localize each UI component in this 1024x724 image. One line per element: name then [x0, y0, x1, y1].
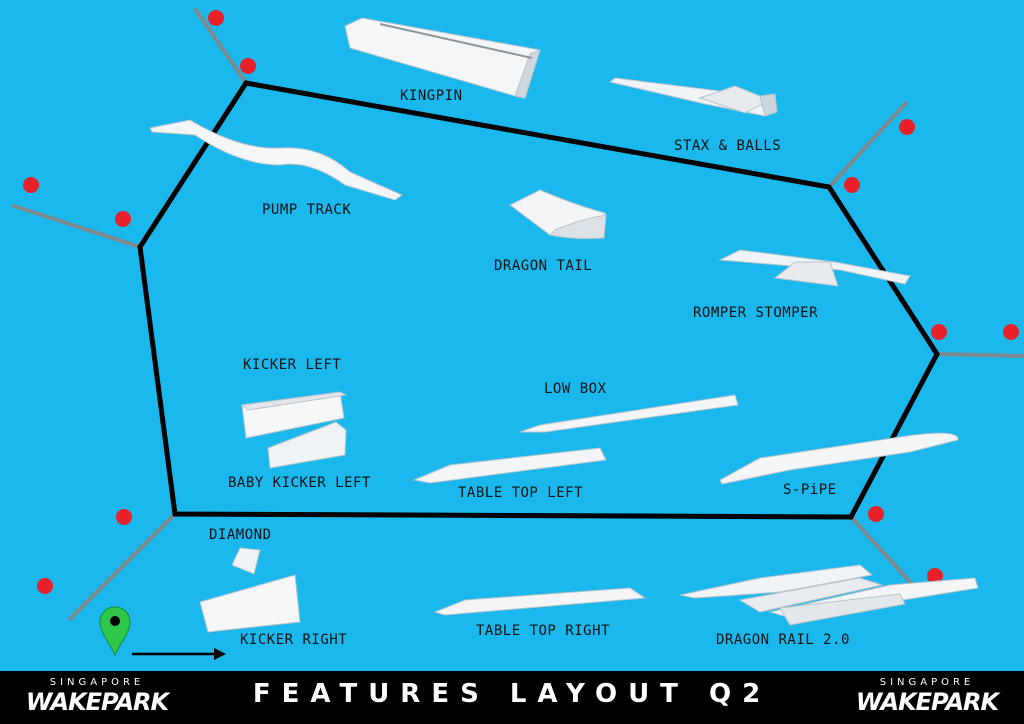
kicker-left-obstacle: [240, 391, 348, 439]
buoy: [116, 509, 132, 525]
feature-label-romper-stomper: ROMPER STOMPER: [693, 305, 819, 321]
buoy: [899, 119, 915, 135]
pylon-arm-bottom-left: [68, 512, 177, 621]
buoy: [115, 211, 131, 227]
pylon-arm-bottom-right: [849, 515, 914, 586]
feature-label-dragon-tail: DRAGON TAIL: [494, 258, 593, 274]
feature-label-kicker-left: KICKER LEFT: [243, 357, 342, 373]
feature-label-s-pipe: S-PiPE: [783, 482, 837, 498]
footer-title: FEATURES LAYOUT Q2: [252, 679, 772, 709]
logo-small-text: SINGAPORE: [879, 677, 975, 688]
buoy: [240, 58, 256, 74]
low-box-obstacle: [519, 394, 739, 433]
logo-big-text: WAKEPARK: [855, 688, 999, 716]
buoys: [23, 10, 1019, 594]
buoy: [23, 177, 39, 193]
logo-small-text: SINGAPORE: [49, 677, 145, 688]
pylon-arm-top-left: [194, 8, 248, 85]
feature-label-stax-balls: STAX & BALLS: [674, 138, 782, 154]
buoy: [208, 10, 224, 26]
logo-big-text: WAKEPARK: [25, 688, 169, 716]
dragon-rail-obstacle: [679, 564, 979, 626]
pylon-arm-left: [12, 204, 142, 249]
buoy: [931, 324, 947, 340]
wakepark-logo-right: SINGAPORE WAKEPARK: [842, 677, 1012, 721]
kingpin-obstacle: [344, 17, 541, 99]
feature-label-dragon-rail: DRAGON RAIL 2.0: [716, 632, 850, 648]
s-pipe-obstacle: [719, 432, 959, 485]
table-top-right-obstacle: [433, 587, 647, 616]
feature-label-table-top-left: TABLE TOP LEFT: [458, 485, 584, 501]
feature-label-low-box: LOW BOX: [544, 381, 607, 397]
diamond-obstacle: [231, 547, 261, 575]
buoy: [868, 506, 884, 522]
romper-stomper-obstacle: [718, 249, 911, 287]
baby-kicker-left-obstacle: [267, 421, 347, 469]
feature-label-table-top-right: TABLE TOP RIGHT: [476, 623, 610, 639]
feature-label-kingpin: KINGPIN: [400, 88, 463, 104]
pump-track-obstacle: [149, 119, 404, 201]
cable-loop: [137, 80, 940, 520]
pylon-arms: [12, 8, 1024, 621]
obstacles: [149, 17, 979, 633]
pylon-arm-top-right: [827, 101, 908, 189]
pylon-arm-right: [935, 352, 1024, 358]
location-marker-icon: [99, 606, 131, 657]
feature-label-pump-track: PUMP TRACK: [262, 202, 352, 218]
buoy: [844, 177, 860, 193]
buoy: [927, 568, 943, 584]
direction-arrow-icon: [132, 648, 226, 660]
stax-balls-obstacle: [608, 77, 778, 117]
footer-bar: SINGAPORE WAKEPARK FEATURES LAYOUT Q2 SI…: [0, 671, 1024, 724]
table-top-left-obstacle: [412, 447, 607, 484]
feature-label-diamond: DIAMOND: [209, 527, 272, 543]
dragon-tail-obstacle: [509, 189, 607, 240]
feature-label-kicker-right: KICKER RIGHT: [240, 632, 348, 648]
park-layout-map: [12, 8, 1024, 660]
wakepark-logo-left: SINGAPORE WAKEPARK: [12, 677, 182, 721]
feature-label-baby-kicker-left: BABY KICKER LEFT: [228, 475, 371, 491]
buoy: [37, 578, 53, 594]
kicker-right-obstacle: [199, 574, 301, 633]
buoy: [1003, 324, 1019, 340]
